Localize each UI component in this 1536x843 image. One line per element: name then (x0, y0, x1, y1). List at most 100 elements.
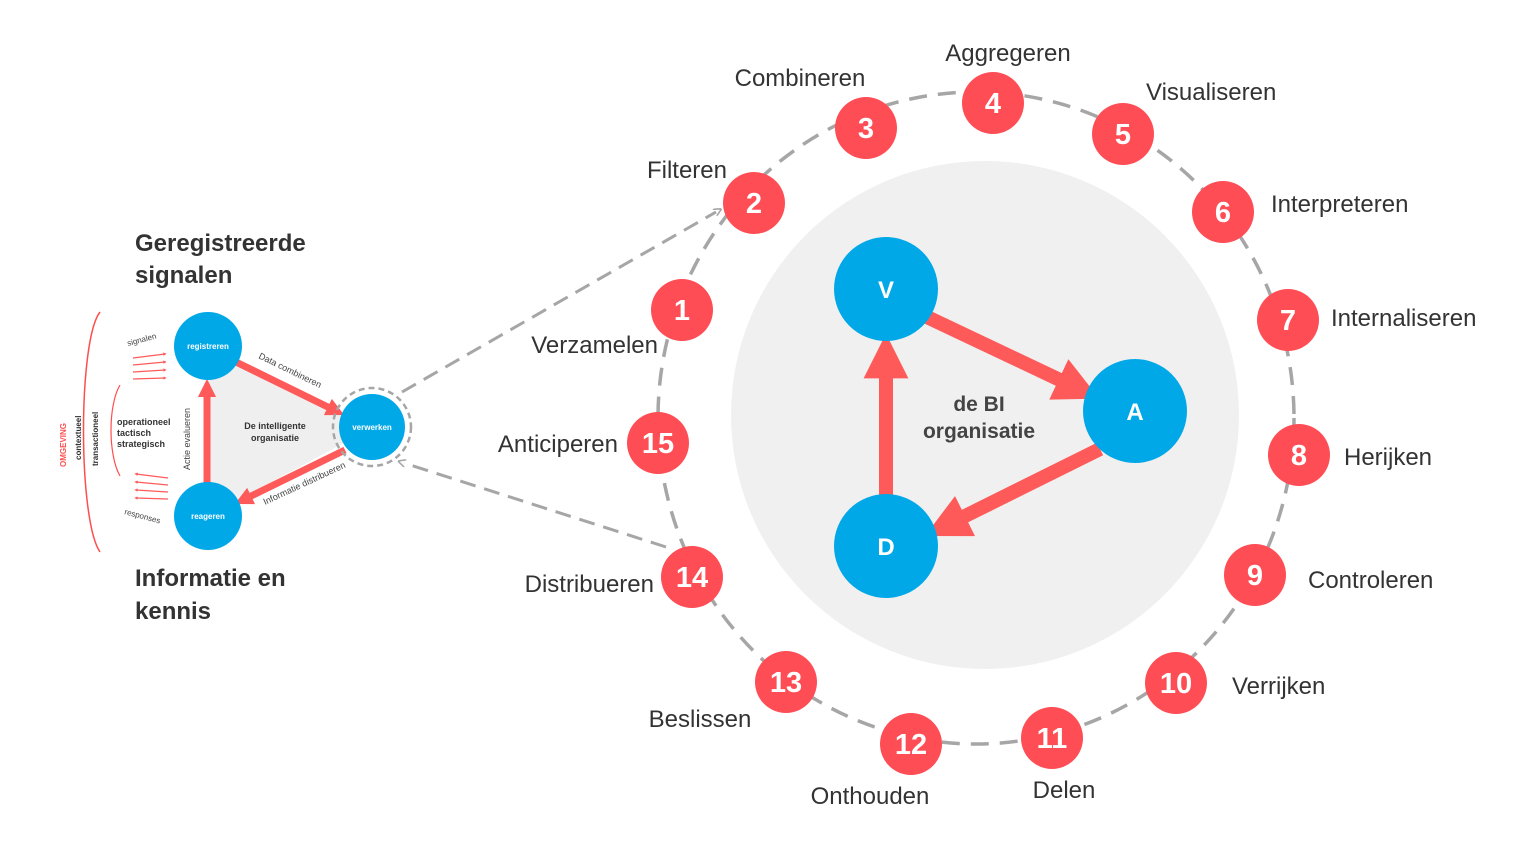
step-2-circle (723, 172, 785, 234)
step-1: 1 Verzamelen (531, 279, 713, 359)
node-registreren (174, 312, 242, 380)
node-reageren-label: reageren (191, 512, 225, 521)
step-10: 10 Verrijken (1145, 652, 1325, 714)
intelligent-organisation-diagram: Geregistreerde signalen Informatie en ke… (59, 230, 413, 625)
step-5-circle (1092, 103, 1154, 165)
bi-title-line2: organisatie (923, 420, 1035, 443)
step-11: 11 Delen (1021, 707, 1095, 804)
label-contextueel: contextueel (74, 416, 83, 460)
level-tactisch: tactisch (117, 428, 151, 438)
node-d: D (834, 494, 938, 598)
label-transactioneel: transactioneel (91, 412, 100, 466)
step-10-number: 10 (1160, 668, 1192, 700)
small-triangle-area (208, 348, 372, 516)
signal-arrows (132, 352, 167, 380)
step-7: 7 Internaliseren (1257, 289, 1476, 351)
process-steps: 1 Verzamelen 2 Filteren 3 Combineren 4 A… (498, 40, 1477, 810)
node-reageren (174, 482, 242, 550)
step-5-label: Visualiseren (1146, 79, 1276, 106)
arrow-v-to-a (924, 310, 1100, 400)
step-12-label: Onthouden (811, 783, 930, 810)
label-actie-evalueren: Actie evalueren (182, 408, 192, 470)
step-4: 4 Aggregeren (945, 40, 1071, 134)
node-v: V (834, 237, 938, 341)
step-5-number: 5 (1115, 119, 1131, 151)
step-9-label: Controleren (1308, 567, 1433, 594)
zoom-arrow-from-distribueren (404, 463, 667, 549)
step-13-label: Beslissen (649, 706, 752, 733)
step-12: 12 Onthouden (811, 713, 942, 810)
level-strategisch: strategisch (117, 439, 165, 449)
step-3: 3 Combineren (735, 65, 897, 159)
step-8: 8 Herijken (1268, 424, 1432, 486)
step-15-circle (627, 412, 689, 474)
response-arrows (134, 472, 169, 500)
arrow-a-to-d (924, 442, 1104, 537)
step-5: 5 Visualiseren (1092, 79, 1276, 165)
step-10-label: Verrijken (1232, 673, 1325, 700)
step-14: 14 Distribueren (525, 546, 723, 608)
label-omgeving: OMGEVING (59, 423, 68, 467)
step-6-label: Interpreteren (1271, 191, 1408, 218)
step-7-number: 7 (1280, 305, 1296, 337)
step-14-number: 14 (676, 562, 708, 594)
step-14-circle (661, 546, 723, 608)
step-3-number: 3 (858, 113, 874, 145)
arrow-informatie-distribueren (234, 446, 347, 505)
step-4-label: Aggregeren (945, 40, 1070, 67)
step-6-number: 6 (1215, 197, 1231, 229)
heading-registered-signals-line1: Geregistreerde (135, 230, 306, 257)
step-15-label: Anticiperen (498, 431, 618, 458)
step-1-label: Verzamelen (531, 332, 658, 359)
step-1-circle (651, 279, 713, 341)
step-4-circle (962, 72, 1024, 134)
step-2-number: 2 (746, 188, 762, 220)
node-v-label: V (878, 277, 894, 304)
level-operationeel: operationeel (117, 417, 171, 427)
step-3-label: Combineren (735, 65, 866, 92)
step-9-number: 9 (1247, 560, 1263, 592)
step-6-circle (1192, 181, 1254, 243)
step-2: 2 Filteren (647, 157, 785, 234)
node-a-label: A (1126, 399, 1143, 426)
node-d-label: D (877, 534, 894, 561)
step-6: 6 Interpreteren (1192, 181, 1408, 243)
step-11-label: Delen (1033, 777, 1096, 804)
step-8-number: 8 (1291, 440, 1307, 472)
small-center-title-line1: De intelligente (244, 421, 306, 431)
step-4-number: 4 (985, 88, 1001, 120)
node-a: A (1083, 359, 1187, 463)
step-8-circle (1268, 424, 1330, 486)
heading-information-knowledge-line1: Informatie en (135, 565, 286, 592)
heading-information-knowledge-line2: kennis (135, 598, 211, 625)
step-7-circle (1257, 289, 1319, 351)
label-signalen: signalen (126, 332, 157, 348)
step-14-label: Distribueren (525, 571, 654, 598)
bi-title-line1: de BI (953, 393, 1004, 416)
node-v-circle (834, 237, 938, 341)
step-2-label: Filteren (647, 157, 727, 184)
step-13-number: 13 (770, 667, 802, 699)
step-9: 9 Controleren (1224, 544, 1433, 606)
step-9-circle (1224, 544, 1286, 606)
zoom-arrow-to-filteren (401, 212, 716, 394)
node-registreren-label: registreren (187, 342, 229, 351)
step-12-number: 12 (895, 729, 927, 761)
step-11-circle (1021, 707, 1083, 769)
step-12-circle (880, 713, 942, 775)
label-responses: responses (123, 507, 161, 525)
step-8-label: Herijken (1344, 444, 1432, 471)
step-3-circle (835, 97, 897, 159)
node-verwerken-highlight-ring (331, 386, 413, 468)
step-13: 13 Beslissen (649, 651, 817, 733)
node-verwerken-label: verwerken (352, 423, 392, 432)
bracket-transactioneel (110, 384, 121, 477)
step-7-label: Internaliseren (1331, 305, 1476, 332)
step-15-number: 15 (642, 428, 674, 460)
node-verwerken (339, 394, 405, 460)
small-center-title-line2: organisatie (251, 433, 299, 443)
step-13-circle (755, 651, 817, 713)
node-a-circle (1083, 359, 1187, 463)
arrow-data-combineren (234, 358, 345, 416)
